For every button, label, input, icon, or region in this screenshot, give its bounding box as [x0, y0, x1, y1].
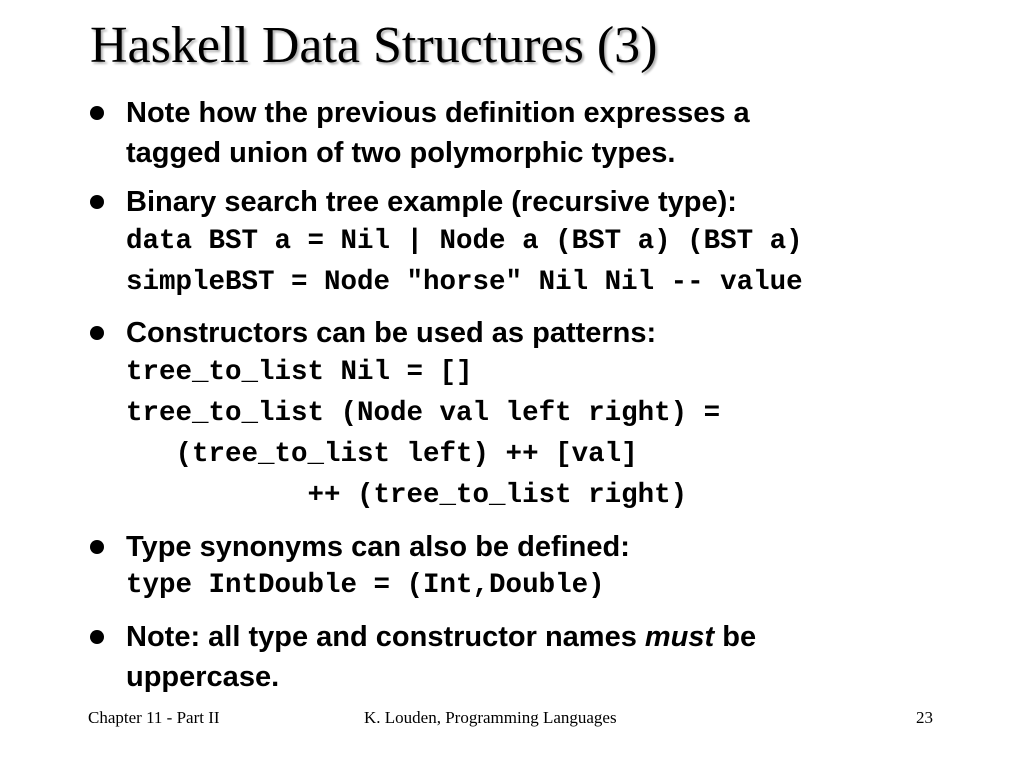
slide-title: Haskell Data Structures (3)	[90, 17, 658, 74]
bullet-text-line-1: Constructors can be used as patterns:	[126, 317, 657, 349]
bullet-text-line-1: Binary search tree example (recursive ty…	[126, 186, 737, 218]
code-bst-definition: data BST a = Nil | Node a (BST a) (BST a…	[126, 226, 803, 257]
code-pattern-line-3: (tree_to_list left) ++ [val]	[126, 439, 638, 470]
code-pattern-line-2: tree_to_list (Node val left right) =	[126, 398, 721, 429]
bullet-dot-icon	[90, 326, 104, 340]
bullet-text-line-2: uppercase.	[126, 661, 280, 693]
bullet-text-after-emphasis: be	[714, 621, 757, 653]
footer-author: K. Louden, Programming Languages	[364, 708, 617, 727]
bullet-text-emphasis: must	[644, 621, 715, 653]
bullet-dot-icon	[90, 195, 104, 209]
bullet-text-line-1: Note how the previous definition express…	[126, 97, 750, 129]
bullet-text-before-emphasis: Note: all type and constructor names	[126, 621, 645, 653]
footer-chapter: Chapter 11 - Part II	[88, 708, 220, 727]
bullet-dot-icon	[90, 540, 104, 554]
code-bst-value: simpleBST = Node "horse" Nil Nil -- valu…	[126, 267, 803, 298]
bullet-text-line-1: Note: all type and constructor names mus…	[126, 617, 756, 657]
code-pattern-line-1: tree_to_list Nil = []	[126, 357, 473, 388]
bullet-dot-icon	[90, 630, 104, 644]
code-pattern-line-4: ++ (tree_to_list right)	[126, 480, 688, 511]
code-type-synonym: type IntDouble = (Int,Double)	[126, 570, 605, 601]
bullet-text-line-1: Type synonyms can also be defined:	[126, 531, 630, 563]
bullet-dot-icon	[90, 106, 104, 120]
bullet-text-line-2: tagged union of two polymorphic types.	[126, 137, 676, 169]
footer-page-number: 23	[916, 708, 933, 727]
